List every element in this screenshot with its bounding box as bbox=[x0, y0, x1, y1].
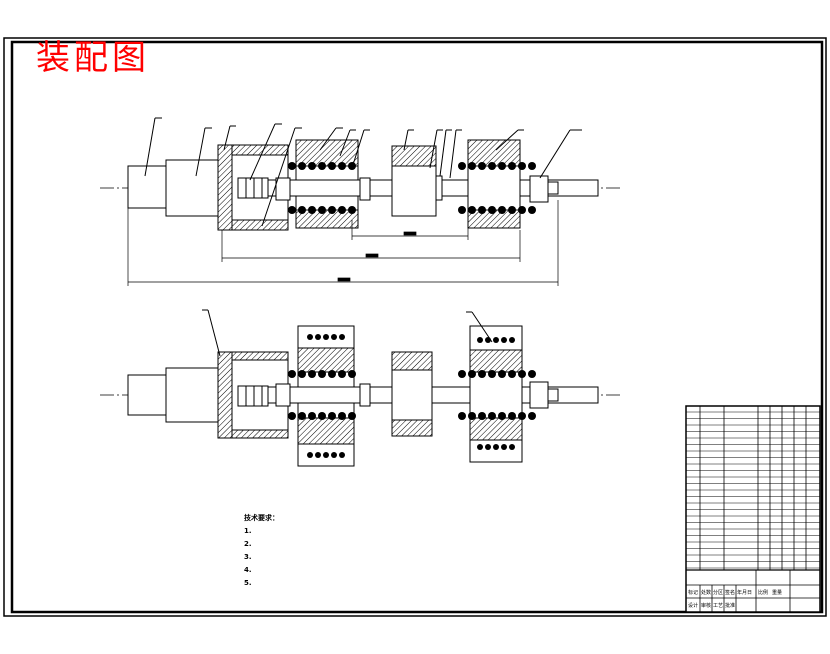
note-item-2: 2. bbox=[244, 540, 252, 548]
top-assembly-view bbox=[100, 117, 620, 286]
tb-label-process: 工艺 bbox=[713, 603, 724, 609]
tb-label-design: 设计 bbox=[688, 603, 699, 609]
outer-border bbox=[3, 37, 827, 617]
notes-heading: 技术要求： bbox=[244, 514, 279, 522]
tb-label-scale: 比例 bbox=[758, 590, 769, 596]
inner-border bbox=[10, 40, 824, 614]
technical-notes: 技术要求： 1. 2. 3. 4. 5. bbox=[244, 512, 279, 590]
note-item-5: 5. bbox=[244, 579, 252, 587]
tb-label-count: 处数 bbox=[701, 590, 712, 596]
bottom-assembly-view bbox=[100, 309, 620, 467]
title-block-rows bbox=[686, 411, 820, 569]
tb-label-date: 年月日 bbox=[737, 590, 753, 596]
tb-label-review: 审核 bbox=[701, 603, 712, 609]
note-item-3: 3. bbox=[244, 553, 252, 561]
drawing-title: 装配图 bbox=[36, 38, 150, 78]
tb-label-zone: 分区 bbox=[713, 590, 724, 596]
tb-label-approve: 批准 bbox=[725, 603, 736, 609]
tb-label-sign: 签名 bbox=[725, 590, 736, 596]
note-item-1: 1. bbox=[244, 527, 252, 535]
title-block bbox=[685, 405, 821, 613]
tb-label-mark: 标记 bbox=[688, 590, 699, 596]
tb-label-weight: 重量 bbox=[772, 590, 783, 596]
note-item-4: 4. bbox=[244, 566, 252, 574]
